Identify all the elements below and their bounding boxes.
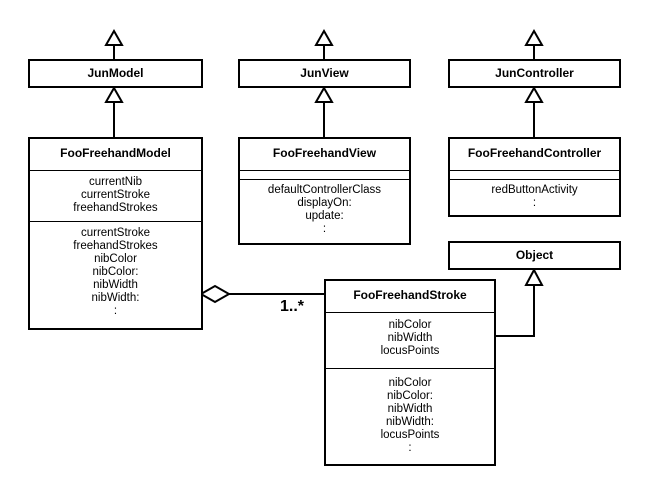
- inheritance-arrow-juncontroller-up: [524, 28, 544, 46]
- method: nibColor:: [386, 390, 434, 402]
- inheritance-line-stroke: [495, 285, 535, 337]
- method: defaultControllerClass: [267, 184, 382, 196]
- attribute: locusPoints: [380, 345, 440, 357]
- inheritance-arrow-junview-up: [314, 28, 334, 46]
- method: :: [322, 223, 327, 235]
- class-juncontroller: JunController: [448, 59, 621, 88]
- class-foofreehandstroke: FooFreehandStroke nibColor nibWidth locu…: [324, 279, 496, 466]
- method: nibWidth: [387, 403, 433, 415]
- method: nibWidth:: [91, 292, 140, 304]
- class-name: FooFreehandView: [272, 146, 377, 160]
- attributes-section: [450, 170, 619, 179]
- method: nibColor: [94, 253, 137, 265]
- methods-section: redButtonActivity :: [450, 179, 619, 212]
- attributes-section: [240, 170, 409, 179]
- method: locusPoints: [380, 429, 440, 441]
- class-name: JunController: [495, 66, 574, 80]
- class-foofreehandview: FooFreehandView defaultControllerClass d…: [238, 137, 411, 245]
- method: :: [408, 442, 412, 454]
- inheritance-arrow-stroke: [524, 267, 544, 286]
- class-name: FooFreehandModel: [60, 146, 171, 160]
- aggregation-multiplicity: 1..*: [280, 298, 305, 315]
- method: nibWidth:: [386, 416, 434, 428]
- attributes-section: nibColor nibWidth locusPoints: [326, 312, 494, 368]
- class-name: JunView: [300, 66, 349, 80]
- inheritance-arrow-controller: [524, 85, 544, 103]
- class-object: Object: [448, 241, 621, 270]
- inheritance-arrow-view: [314, 85, 334, 103]
- attribute: currentStroke: [80, 189, 151, 201]
- methods-section: nibColor nibColor: nibWidth nibWidth: lo…: [326, 368, 494, 457]
- method: nibWidth: [93, 279, 138, 291]
- attribute: currentNib: [88, 176, 143, 188]
- method: nibColor: [388, 377, 432, 389]
- method: currentStroke: [80, 227, 151, 239]
- methods-section: currentStroke freehandStrokes nibColor n…: [30, 221, 201, 322]
- class-foofreehandcontroller: FooFreehandController redButtonActivity …: [448, 137, 621, 217]
- attributes-section: currentNib currentStroke freehandStrokes: [30, 170, 201, 221]
- method: update:: [305, 210, 344, 222]
- methods-section: defaultControllerClass displayOn: update…: [240, 179, 409, 238]
- class-name: FooFreehandStroke: [353, 288, 467, 302]
- class-name: JunModel: [87, 66, 144, 80]
- method: :: [532, 197, 537, 209]
- aggregation-diamond: [198, 284, 232, 304]
- method: freehandStrokes: [73, 240, 158, 252]
- attribute: freehandStrokes: [73, 202, 158, 214]
- method: displayOn:: [297, 197, 352, 209]
- method: :: [113, 305, 118, 317]
- class-name: Object: [515, 248, 554, 262]
- class-name: FooFreehandController: [467, 146, 602, 160]
- inheritance-arrow-junmodel-up: [104, 28, 124, 46]
- method: redButtonActivity: [491, 184, 578, 196]
- attribute: nibColor: [388, 319, 432, 331]
- class-junmodel: JunModel: [28, 59, 203, 88]
- class-junview: JunView: [238, 59, 411, 88]
- class-foofreehandmodel: FooFreehandModel currentNib currentStrok…: [28, 137, 203, 330]
- attribute: nibWidth: [387, 332, 433, 344]
- method: nibColor:: [92, 266, 139, 278]
- inheritance-arrow-model: [104, 85, 124, 103]
